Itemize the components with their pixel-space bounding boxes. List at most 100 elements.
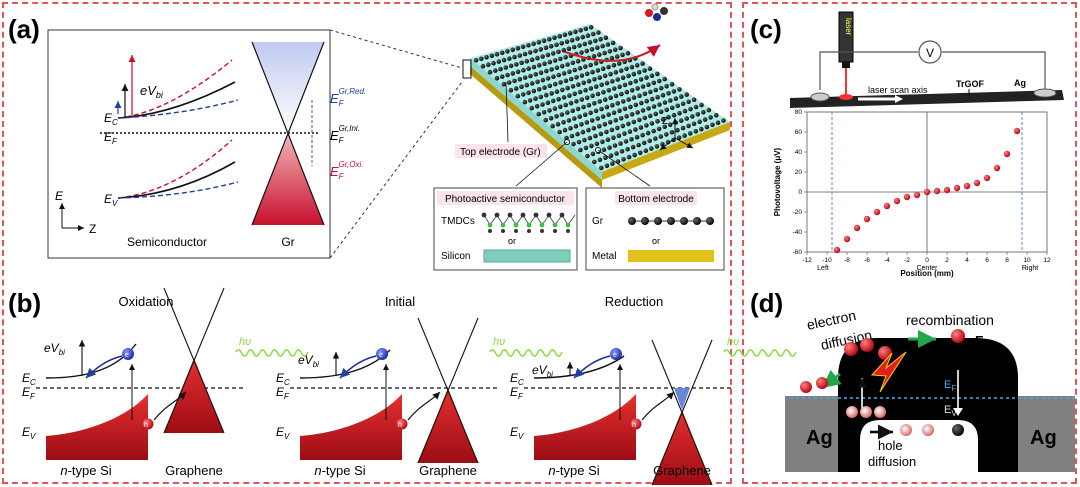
graphene-atom xyxy=(559,112,565,117)
graphene-atoms xyxy=(473,25,726,171)
graphene-atom xyxy=(594,141,600,147)
graphene-atom xyxy=(512,54,517,60)
graphene-atom xyxy=(538,47,543,52)
ag-block-right xyxy=(1013,396,1075,472)
graphene-atom xyxy=(604,80,610,86)
graphene-atom xyxy=(620,75,626,80)
graphene-atom xyxy=(704,124,710,130)
graphene-atom xyxy=(589,47,595,52)
graphene-atom xyxy=(564,39,570,44)
graphene-atom xyxy=(654,144,660,149)
valence-band-blue-dashed xyxy=(117,181,239,199)
graphene-atom xyxy=(534,104,540,109)
graphene-atom xyxy=(645,130,651,136)
graphene-atom xyxy=(628,104,633,110)
top-electrode-tag xyxy=(455,144,547,158)
graphene-atom xyxy=(494,75,500,81)
graphene-atom xyxy=(559,63,565,69)
photoactive-title: Photoactive semiconductor xyxy=(445,194,566,205)
chart-point xyxy=(1013,127,1021,135)
graphene-atom xyxy=(527,50,533,55)
graphene-atom xyxy=(536,87,542,92)
chart-xtick-label: 2 xyxy=(945,257,949,264)
graphene-atom xyxy=(620,123,626,129)
graphene-atom xyxy=(576,139,582,145)
graphene-atom xyxy=(695,112,701,117)
graphene-atom xyxy=(577,66,583,71)
graphene-atom xyxy=(677,110,682,116)
graphene-atom xyxy=(524,82,530,88)
graphene-atom xyxy=(600,43,605,49)
graphene-atom xyxy=(642,68,647,73)
panel-a-label: (a) xyxy=(8,14,40,44)
b-ebi-label: eVbi xyxy=(44,341,65,357)
ef-gr-red-label: EFGr,Red. xyxy=(330,87,366,108)
b-electron-arrow xyxy=(573,355,611,379)
chart-point xyxy=(943,186,951,194)
graphene-atom xyxy=(571,141,576,147)
panel-b-label: (b) xyxy=(8,288,41,318)
chart-point xyxy=(833,246,841,254)
hole-diffusion-label-2: diffusion xyxy=(868,454,916,469)
graphene-atom xyxy=(547,108,552,113)
graphene-atom xyxy=(634,134,640,140)
b-graphene-label: Graphene xyxy=(165,463,223,478)
graphene-atom xyxy=(549,67,554,72)
svg-text:e: e xyxy=(125,352,129,359)
graphene-atom xyxy=(570,84,576,89)
chart-point xyxy=(843,235,851,243)
graphene-atom xyxy=(547,83,553,89)
graphene-atom xyxy=(658,109,664,115)
graphene-atom xyxy=(701,109,706,115)
graphene-atom xyxy=(531,88,537,94)
b-ntype-label: n-type Si xyxy=(60,463,111,478)
graphene-atom xyxy=(642,115,648,121)
graphene-atom xyxy=(507,56,512,61)
graphene-atom xyxy=(590,151,596,157)
graphene-atom xyxy=(556,96,561,102)
chart-point xyxy=(933,187,941,195)
graphene-atom xyxy=(519,84,524,90)
chart-point xyxy=(913,191,921,199)
graphene-atom xyxy=(579,73,585,78)
b-hole xyxy=(630,418,642,430)
voltmeter-label: V xyxy=(926,46,934,60)
graphene-atom xyxy=(602,73,608,79)
graphene-atom xyxy=(618,116,624,121)
graphene-atom xyxy=(568,125,573,131)
graphene-atom xyxy=(635,86,640,91)
b-ntype-label: n-type Si xyxy=(548,463,599,478)
graphene-atom xyxy=(603,35,609,40)
graphene-atom xyxy=(582,137,587,143)
b-ev-label: EV xyxy=(510,425,524,441)
graphene-atom xyxy=(501,81,507,87)
chart-left-label: Left xyxy=(817,265,829,272)
graphene-atom xyxy=(599,165,604,171)
graphene-atom xyxy=(586,102,592,108)
chart-xtick-label: -12 xyxy=(802,257,812,264)
graphene-atom xyxy=(593,84,599,89)
b-valence-band xyxy=(46,394,148,460)
graphene-atom xyxy=(589,118,595,123)
graphene-atom xyxy=(554,89,560,94)
graphene-atom xyxy=(649,121,655,126)
graphene-atom xyxy=(582,112,588,117)
graphene-atom xyxy=(529,57,535,62)
b-ef-label: EF xyxy=(22,385,36,401)
graphene-atom xyxy=(626,73,631,79)
graphene-atom xyxy=(552,81,558,87)
graphene-atom xyxy=(600,66,606,71)
graphene-atom xyxy=(595,91,601,97)
graphene-atom xyxy=(542,85,547,90)
graphene-atom xyxy=(583,87,588,93)
graphene-atom xyxy=(570,108,575,114)
graphene-atom xyxy=(578,28,583,33)
svg-text:h: h xyxy=(144,422,148,429)
laser-label: laser xyxy=(844,18,853,36)
graphene-atom xyxy=(612,143,618,148)
graphene-atom xyxy=(687,131,693,136)
graphene-atom xyxy=(629,88,635,93)
graphene-atom xyxy=(593,38,598,44)
tmdc-atom xyxy=(559,212,565,218)
